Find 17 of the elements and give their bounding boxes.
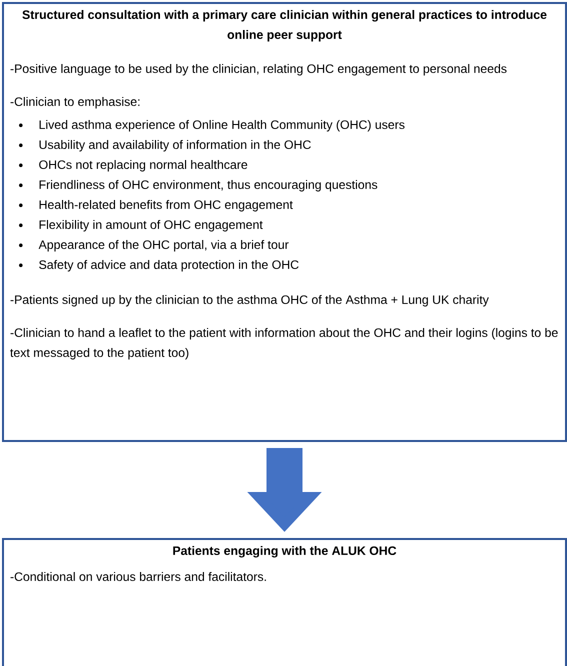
body-text: -Patients signed up by the clinician to the asthma OHC of the Asthma + Lung UK charity <box>10 295 489 306</box>
body-text: -Clinician to hand a leaflet to the patient with information about the OHC and their logins (logins to be text messaged to the patient too) <box>10 328 558 360</box>
bullet-item: Health-related benefits from OHC engagement <box>40 200 293 212</box>
bullet-item: Lived asthma experience of Online Health Community (OHC) users <box>40 120 404 132</box>
body-text: -Conditional on various barriers and facilitators. <box>10 572 266 582</box>
text-box <box>2 2 567 442</box>
bullet-item: Flexibility in amount of OHC engagement <box>40 220 263 232</box>
body-text: -Clinician to emphasise: <box>10 97 140 108</box>
bullet-item: Safety of advice and data protection in the OHC <box>39 260 299 272</box>
bullet-item: Friendliness of OHC environment, thus encouraging questions <box>40 180 378 192</box>
bullet-item: Usability and availability of information in the OHC <box>40 140 311 152</box>
body-text: -Positive language to be used by the clinician, relating OHC engagement to personal needs <box>10 64 507 76</box>
heading: Patients engaging with the ALUK OHC <box>173 546 396 558</box>
heading: Structured consultation with a primary care clinician within general practices to introduce online peer support <box>22 10 547 42</box>
text-box <box>2 538 567 666</box>
bullet-item: OHCs not replacing normal healthcare <box>39 160 248 172</box>
bullet-item: Appearance of the OHC portal, via a brief tour <box>38 240 289 252</box>
